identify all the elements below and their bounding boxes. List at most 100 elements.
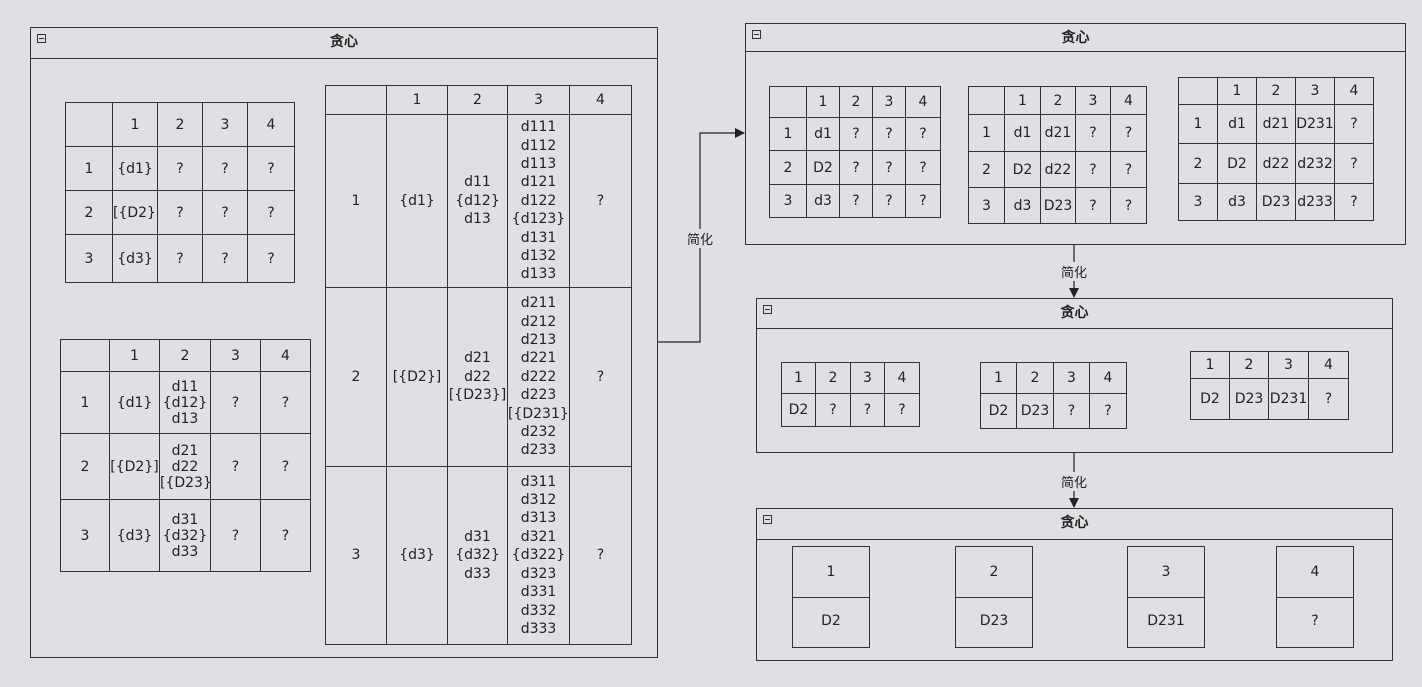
table-header-cell bbox=[325, 85, 387, 115]
table-header-cell: 3 bbox=[1075, 86, 1111, 115]
table-cell: 3 bbox=[769, 184, 807, 218]
table-cell: ? bbox=[1334, 183, 1374, 221]
table-cell: {d1} bbox=[112, 146, 158, 191]
table-cell: 1 bbox=[1178, 104, 1218, 144]
result-node-2: 2 D23 bbox=[955, 546, 1033, 648]
cell-line: d31 bbox=[464, 528, 491, 545]
table-cell: ? bbox=[905, 117, 941, 151]
cell-line: {d123} bbox=[511, 211, 566, 228]
table-cell: d31 {d32}d33 bbox=[447, 466, 508, 645]
cell-line: d211 bbox=[520, 295, 557, 312]
cell-line: d212 bbox=[520, 313, 557, 330]
cell-line: d31 bbox=[171, 511, 199, 528]
cell-line: {d32} bbox=[455, 547, 500, 564]
table-cell: d1 bbox=[806, 117, 840, 151]
table-header-cell: 1 bbox=[112, 102, 158, 147]
table-cell: 3 bbox=[1178, 183, 1218, 221]
cell-line: d111 bbox=[520, 119, 557, 136]
cell-line: d233 bbox=[520, 442, 557, 459]
table-cell: ? bbox=[247, 146, 295, 191]
collapse-icon[interactable] bbox=[752, 30, 761, 39]
cell-line: d33 bbox=[464, 565, 491, 582]
cell-line: d21 bbox=[464, 350, 491, 367]
table-cell: [{D2}] bbox=[386, 287, 448, 467]
table-cell: 2 bbox=[65, 190, 113, 235]
table-header-cell: 1 bbox=[1217, 77, 1257, 105]
table-cell: ? bbox=[202, 190, 248, 235]
table-cell: D23 bbox=[1040, 187, 1076, 224]
table-cell: D2 bbox=[1190, 378, 1230, 420]
cell-line: d22 bbox=[171, 458, 199, 475]
table-cell: d3 bbox=[806, 184, 840, 218]
table-cell: ? bbox=[157, 234, 203, 283]
table-cell: 1 bbox=[60, 371, 110, 434]
table-header-cell: 4 bbox=[260, 339, 311, 372]
table-cell: ? bbox=[1075, 114, 1111, 152]
table-header-cell: 1 bbox=[1004, 86, 1041, 115]
table-header-cell: 2 bbox=[1256, 77, 1296, 105]
collapse-icon[interactable] bbox=[763, 515, 772, 524]
table-cell: d233 bbox=[1295, 183, 1335, 221]
cell-line: d331 bbox=[520, 584, 557, 601]
cell-line: d221 bbox=[520, 350, 557, 367]
table-header-cell: 3 bbox=[202, 102, 248, 147]
table-row: 2[{D2}]??? bbox=[65, 190, 295, 235]
collapse-icon[interactable] bbox=[37, 34, 46, 43]
table-header-cell: 4 bbox=[1089, 362, 1127, 394]
table-cell: ? bbox=[905, 150, 941, 185]
result-node-3: 3 D231 bbox=[1127, 546, 1205, 648]
table-cell: d22 bbox=[1256, 143, 1296, 184]
cell-line: [{D23}] bbox=[448, 387, 507, 404]
cell-line: [{D23}] bbox=[160, 474, 210, 491]
collapse-icon[interactable] bbox=[763, 305, 772, 314]
table-header-cell: 1 bbox=[781, 362, 816, 394]
table-cell: d22 bbox=[1040, 151, 1076, 188]
table-row: D2??? bbox=[781, 393, 920, 427]
table-cell: ? bbox=[1110, 151, 1147, 188]
table-cell: ? bbox=[210, 499, 261, 572]
table-header-cell: 2 bbox=[815, 362, 851, 394]
table-header-cell: 2 bbox=[159, 339, 211, 372]
node-value: D231 bbox=[1147, 613, 1185, 629]
node-value: D2 bbox=[821, 613, 841, 629]
table-cell: 1 bbox=[769, 117, 807, 151]
table-cell: D23 bbox=[1256, 183, 1296, 221]
table-header-cell bbox=[769, 86, 807, 118]
cell-line: d33 bbox=[171, 543, 199, 560]
table-cell: d3 bbox=[1217, 183, 1257, 221]
table-cell: d21 bbox=[1256, 104, 1296, 144]
table-cell: ? bbox=[569, 466, 632, 645]
table-cell: ? bbox=[569, 287, 632, 467]
cell-line: [{D231}] bbox=[508, 405, 570, 422]
table-cell: D23 bbox=[1016, 393, 1054, 429]
table-header-cell: 3 bbox=[850, 362, 885, 394]
table-header-cell: 1 bbox=[109, 339, 160, 372]
table-cell: D23 bbox=[1229, 378, 1269, 420]
table-cell: {d1} bbox=[109, 371, 160, 434]
table-cell: ? bbox=[872, 150, 906, 185]
cell-line: d311 bbox=[520, 473, 557, 490]
table-header-cell: 3 bbox=[1053, 362, 1090, 394]
cell-line: d323 bbox=[520, 565, 557, 582]
cell-line: d13 bbox=[464, 211, 491, 228]
table-header-cell: 2 bbox=[1016, 362, 1054, 394]
panel-greedy-4: 贪心 bbox=[756, 508, 1393, 661]
